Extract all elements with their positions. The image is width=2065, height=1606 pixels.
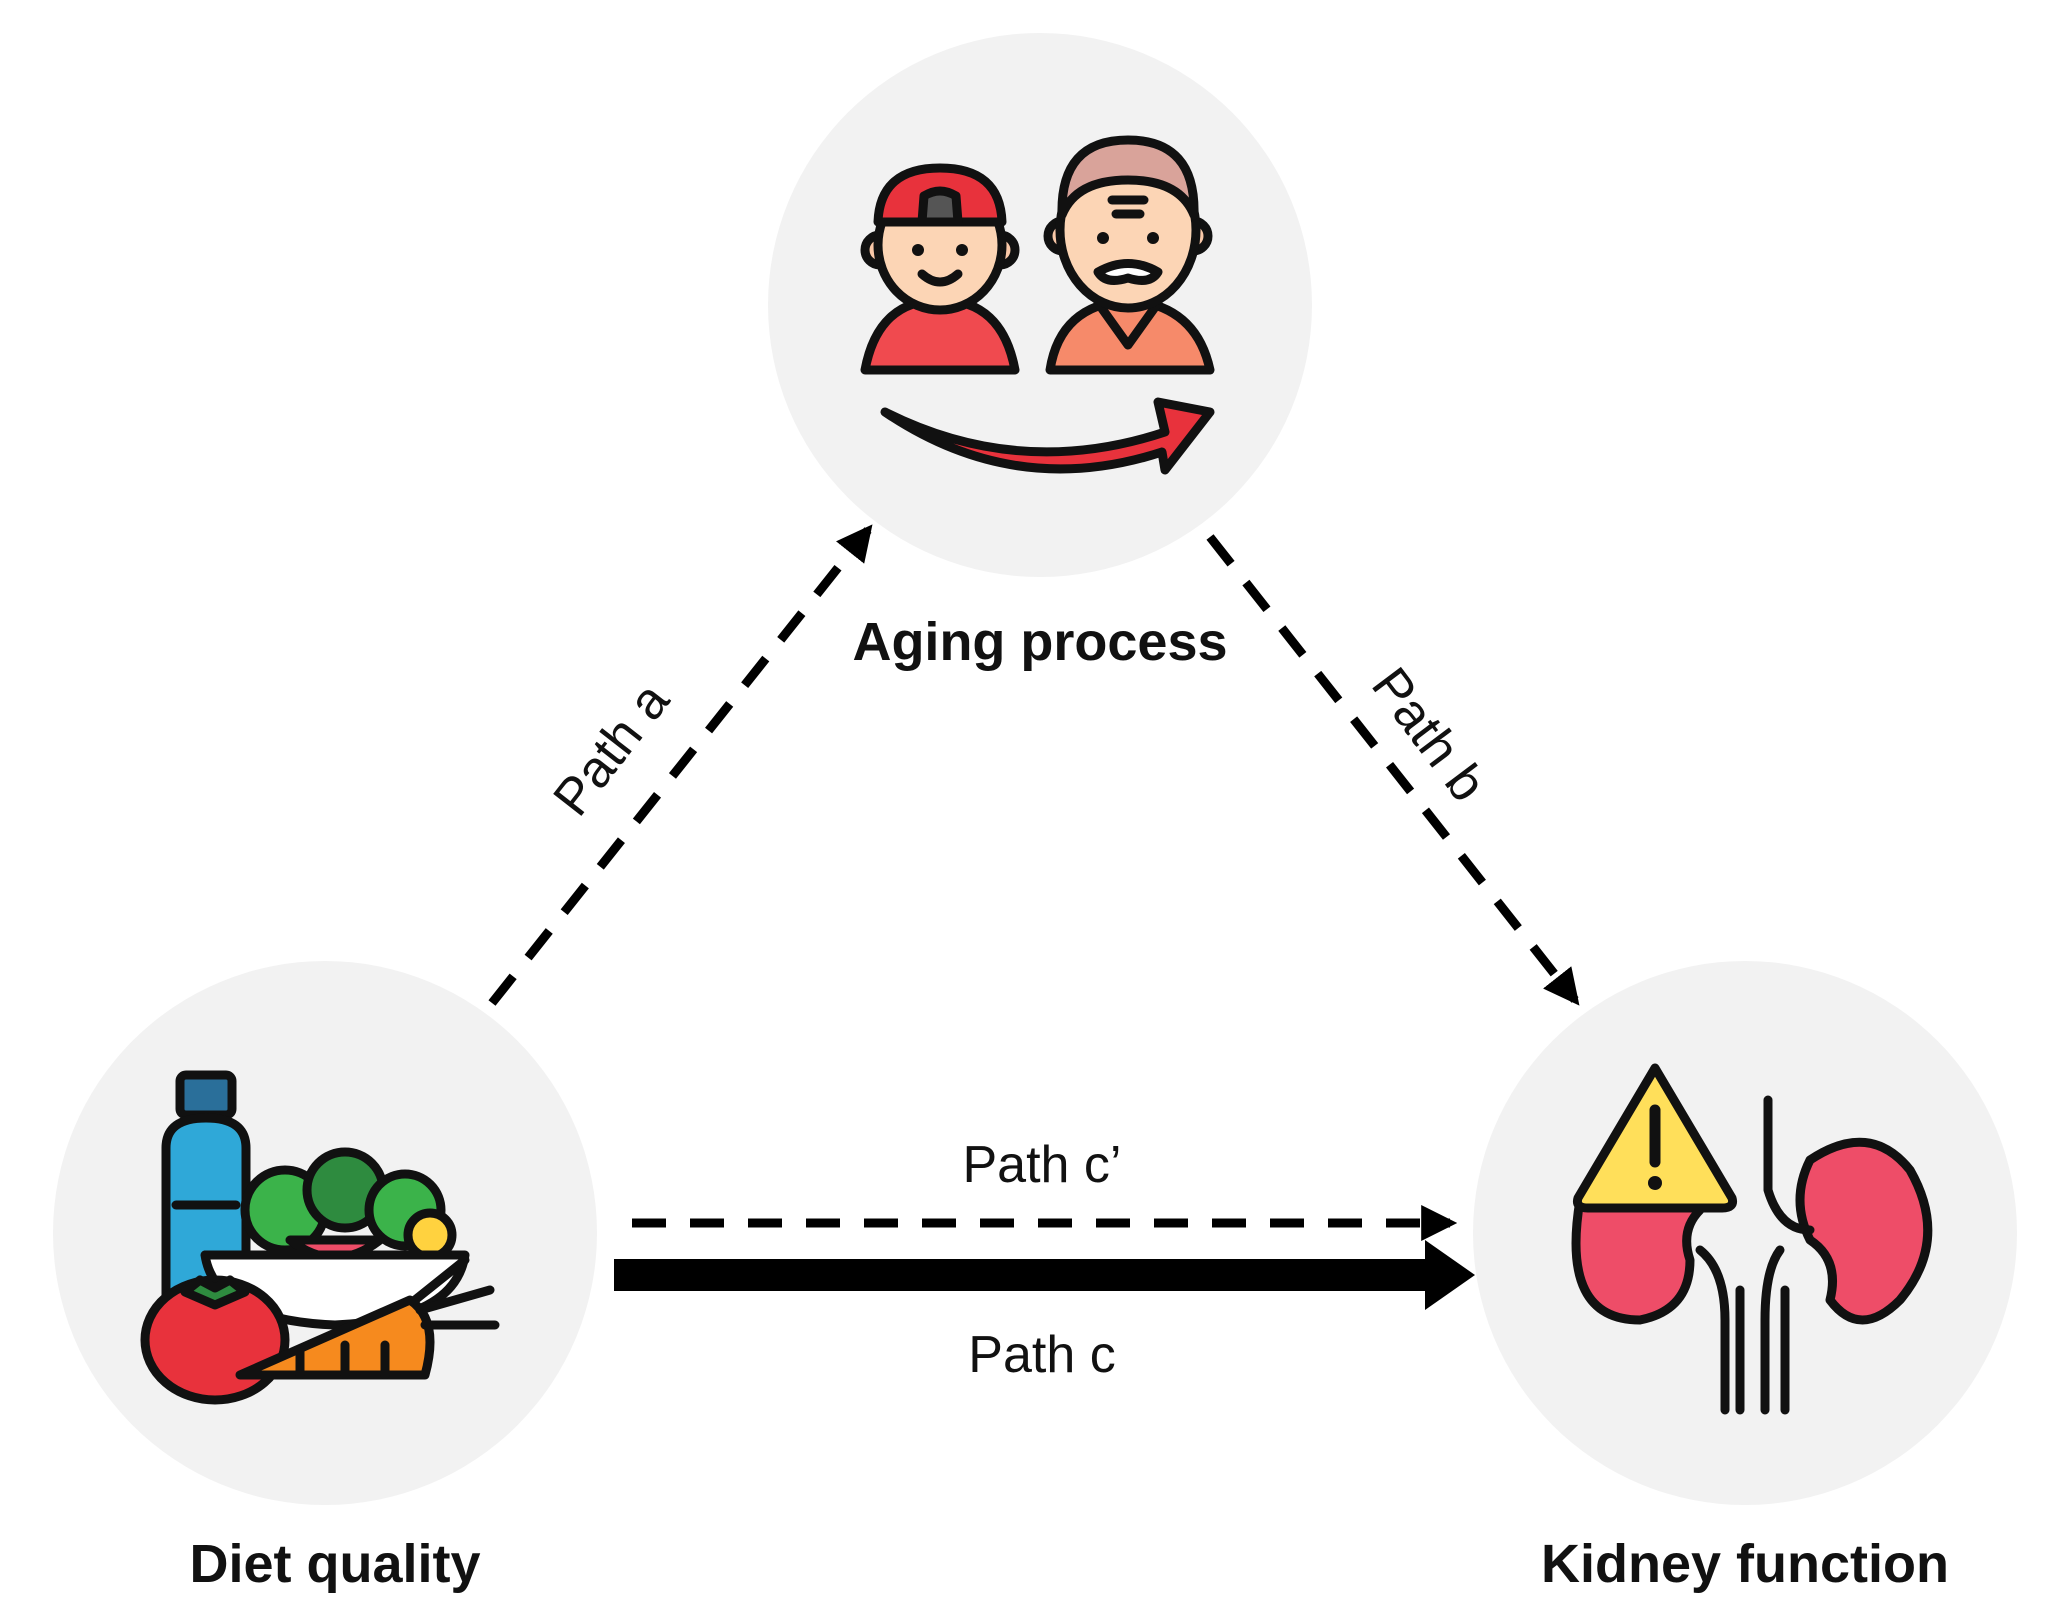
right-kidney-icon xyxy=(1795,1137,1933,1325)
old-person-icon xyxy=(1043,135,1215,375)
path-c-arrowhead xyxy=(1425,1240,1475,1310)
healthy-food-icon xyxy=(140,1070,500,1405)
path-b-label: Path b xyxy=(1360,657,1497,812)
warning-sign-icon xyxy=(1573,1063,1737,1213)
diet-node-circle xyxy=(53,961,597,1505)
path-c-prime-label: Path c’ xyxy=(963,1136,1122,1194)
young-to-old-person-icon xyxy=(860,135,1215,475)
kidney-warning-icon xyxy=(1571,1063,1933,1415)
carrot-icon xyxy=(235,1255,500,1380)
progression-arrow-icon xyxy=(880,397,1215,475)
aging-node-circle xyxy=(768,33,1312,577)
tomato-icon xyxy=(140,1275,290,1405)
aging-node-label: Aging process xyxy=(852,612,1227,672)
kidney-node-label: Kidney function xyxy=(1541,1534,1949,1594)
path-c-label: Path c xyxy=(968,1326,1115,1384)
path-a-arrow xyxy=(488,524,873,1006)
diet-node-label: Diet quality xyxy=(189,1534,480,1594)
young-person-icon xyxy=(860,163,1020,375)
blood-vessels-icon xyxy=(1695,1095,1815,1415)
path-b-arrow xyxy=(1206,534,1580,1006)
path-a-label: Path a xyxy=(542,672,680,826)
kidney-node-circle xyxy=(1473,961,2017,1505)
